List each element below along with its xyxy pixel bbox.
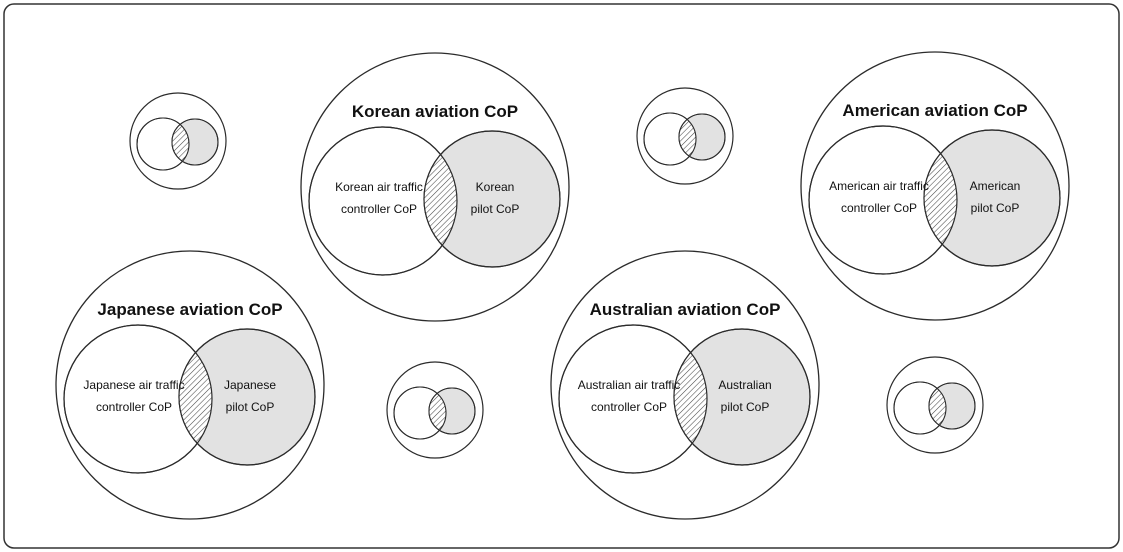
australian-pilot-label-line1: Australian	[718, 378, 771, 392]
korean-group-title: Korean aviation CoP	[352, 102, 518, 121]
korean-aviation-cop-group: Korean aviation CoP Korean air traffic c…	[301, 53, 569, 321]
japanese-group-title: Japanese aviation CoP	[97, 300, 282, 319]
japanese-pilot-label-line2: pilot CoP	[226, 400, 275, 414]
american-group-title: American aviation CoP	[842, 101, 1027, 120]
australian-pilot-label-line2: pilot CoP	[721, 400, 770, 414]
japanese-controller-label-line2: controller CoP	[96, 400, 172, 414]
american-controller-label-line2: controller CoP	[841, 201, 917, 215]
australian-controller-label-line1: Australian air traffic	[578, 378, 681, 392]
american-aviation-cop-group: American aviation CoP American air traff…	[801, 52, 1069, 320]
korean-pilot-label-line1: Korean	[476, 180, 515, 194]
japanese-pilot-label-line1: Japanese	[224, 378, 276, 392]
korean-controller-label-line2: controller CoP	[341, 202, 417, 216]
american-controller-label-line1: American air traffic	[829, 179, 929, 193]
american-pilot-label-line2: pilot CoP	[971, 201, 1020, 215]
australian-aviation-cop-group: Australian aviation CoP Australian air t…	[551, 251, 819, 519]
korean-pilot-label-line2: pilot CoP	[471, 202, 520, 216]
japanese-controller-label-line1: Japanese air traffic	[83, 378, 184, 392]
japanese-aviation-cop-group: Japanese aviation CoP Japanese air traff…	[56, 251, 324, 519]
mini-venn-top-left	[130, 93, 226, 189]
american-pilot-label-line1: American	[970, 179, 1021, 193]
mini-venn-top-middle	[637, 88, 733, 184]
korean-controller-label-line1: Korean air traffic	[335, 180, 423, 194]
mini-venn-bottom-right	[887, 357, 983, 453]
australian-group-title: Australian aviation CoP	[590, 300, 781, 319]
australian-controller-label-line2: controller CoP	[591, 400, 667, 414]
mini-venn-bottom-middle	[387, 362, 483, 458]
